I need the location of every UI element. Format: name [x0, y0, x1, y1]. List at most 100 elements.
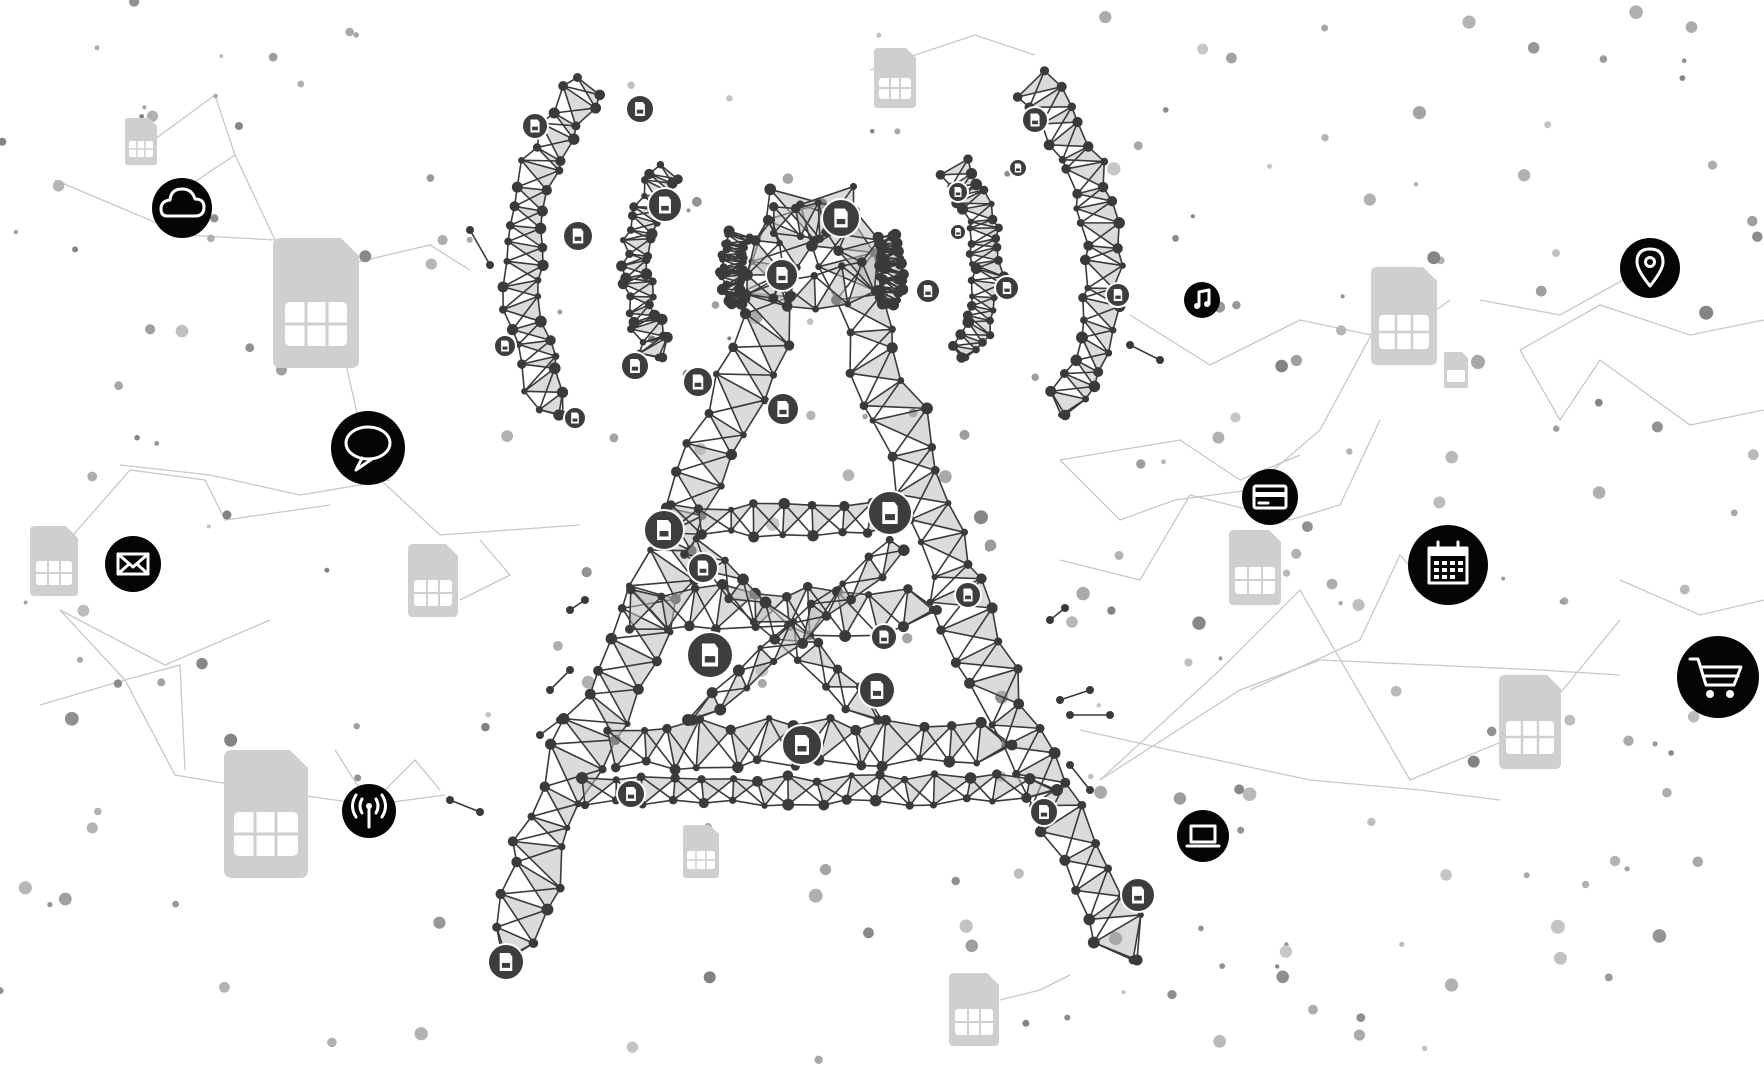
sim-node-badge: [870, 623, 898, 651]
location-pin-icon: [1620, 238, 1680, 298]
background-dot: [819, 864, 832, 876]
background-dot: [1692, 856, 1704, 868]
sim-node-badge: [687, 552, 719, 584]
background-dot: [0, 987, 4, 995]
background-dot: [1275, 964, 1280, 969]
background-dot: [1699, 305, 1714, 320]
background-dot: [727, 336, 732, 341]
background-dot: [175, 324, 189, 338]
background-dot: [1213, 1035, 1226, 1048]
background-dot: [1198, 925, 1204, 932]
antenna-icon: [342, 784, 396, 838]
sim-card: [224, 750, 308, 878]
background-dot: [692, 196, 702, 207]
background-dot: [94, 807, 102, 816]
background-dot: [863, 927, 874, 939]
background-dot: [1107, 606, 1116, 615]
background-dot: [1623, 735, 1634, 746]
background-dot: [1162, 107, 1169, 113]
sim-node-badge: [686, 631, 734, 679]
background-dot: [268, 52, 278, 62]
sim-card: [408, 544, 458, 617]
background-dot: [782, 173, 794, 184]
background-dot: [1218, 656, 1223, 661]
background-dot: [711, 301, 720, 309]
background-dot: [196, 657, 208, 670]
background-dot: [245, 343, 255, 353]
background-dot: [1226, 52, 1237, 64]
background-dot: [1353, 1029, 1365, 1041]
background-dot: [1338, 601, 1343, 606]
background-dot: [974, 510, 988, 525]
background-dot: [1609, 855, 1621, 867]
sim-card: [1229, 530, 1281, 605]
sim-node-badge: [915, 278, 941, 304]
background-dot: [1197, 43, 1209, 55]
background-dot: [134, 434, 140, 441]
background-dot: [814, 1055, 823, 1065]
background-dot: [1592, 486, 1606, 499]
background-dot: [1192, 616, 1206, 630]
background-dot: [1752, 231, 1763, 242]
background-dot: [1687, 711, 1700, 723]
background-dot: [1094, 785, 1108, 799]
sim-node-badge: [620, 351, 650, 381]
background-dot: [466, 236, 473, 243]
sim-node-badge: [821, 198, 861, 238]
background-dot: [219, 54, 224, 59]
background-dot: [1308, 1004, 1318, 1015]
background-dot: [172, 900, 180, 908]
background-dot: [353, 723, 360, 730]
background-dot: [703, 971, 716, 984]
background-dot: [414, 1027, 428, 1041]
background-dot: [1467, 755, 1480, 768]
background-dot: [353, 32, 359, 38]
background-dot: [1088, 773, 1094, 780]
sim-card: [125, 118, 157, 165]
background-dot: [219, 981, 230, 993]
background-dot: [1550, 919, 1565, 934]
background-dot: [1096, 703, 1102, 708]
background-dot: [1554, 951, 1567, 965]
sim-cards: [30, 48, 1561, 1046]
background-dot: [1076, 586, 1090, 601]
background-dot: [87, 471, 98, 482]
background-dot: [1267, 163, 1273, 169]
background-dot: [1668, 750, 1674, 756]
background-dot: [1066, 616, 1078, 628]
background-dot: [86, 822, 98, 834]
background-dot: [1356, 1013, 1366, 1022]
sim-node-badge: [1008, 158, 1028, 178]
sim-node-badge: [643, 509, 685, 551]
background-dot: [1340, 294, 1345, 299]
background-dot: [1114, 551, 1124, 560]
background-dot: [1237, 826, 1245, 834]
sim-node-badge: [765, 258, 799, 292]
background-dot: [1421, 1045, 1428, 1052]
background-dot: [1604, 973, 1613, 982]
background-dot: [894, 128, 901, 135]
background-dot: [481, 722, 490, 732]
background-dot: [139, 114, 145, 119]
background-dot: [426, 174, 435, 182]
background-dot: [1535, 285, 1547, 297]
sim-node-badge: [1021, 106, 1049, 134]
sim-node-badge: [858, 671, 896, 709]
sim-card: [683, 825, 719, 878]
background-dot: [1321, 24, 1329, 32]
background-dot: [1212, 431, 1225, 444]
sim-card: [1499, 675, 1561, 769]
background-dot: [13, 229, 19, 235]
sim-node-badge: [682, 366, 714, 398]
background-dot: [1013, 868, 1024, 879]
background-dot: [142, 105, 147, 110]
sim-node-badge: [521, 112, 549, 140]
background-dot: [154, 441, 160, 446]
cloud-icon: [152, 178, 212, 238]
background-dot: [1234, 784, 1245, 795]
background-dot: [114, 381, 123, 391]
background-dot: [1433, 496, 1446, 509]
background-dot: [501, 430, 514, 442]
background-dot: [345, 27, 355, 37]
background-dot: [1594, 398, 1603, 407]
